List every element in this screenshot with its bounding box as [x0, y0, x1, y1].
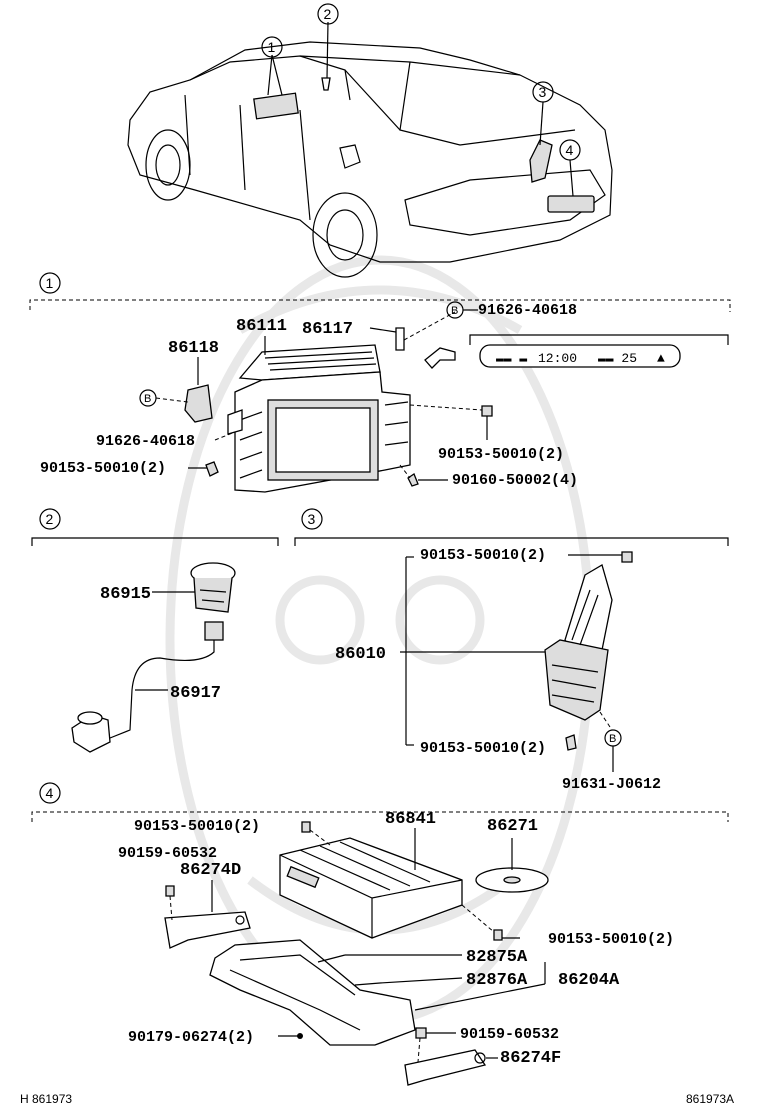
label-90153-50010-bottom: 90153-50010(2)	[420, 740, 546, 757]
svg-text:4: 4	[46, 785, 54, 801]
label-90159-60532-top: 90159-60532	[118, 845, 217, 862]
svg-text:2: 2	[324, 6, 332, 22]
section-4-callout	[39, 782, 61, 804]
svg-text:B: B	[609, 733, 616, 745]
svg-text:B: B	[451, 305, 458, 317]
label-86841: 86841	[385, 810, 436, 829]
section-4: 4 90153-50010(2) 86841	[31, 782, 729, 1086]
section-2: 2 86915 86917	[31, 508, 279, 753]
bracket-86118	[184, 384, 213, 423]
label-90153-50010-s4-top: 90153-50010(2)	[134, 818, 260, 835]
tray-86204A	[209, 939, 416, 1046]
footer-left-code: H 861973	[20, 1092, 72, 1106]
label-90153-50010-left: 90153-50010(2)	[40, 460, 166, 477]
section-1: 1 ▬▬ ▬ 12:00 ▬▬ 25 ▲	[29, 272, 731, 493]
label-91626-40618-left: 91626-40618	[96, 433, 195, 450]
label-91631-J0612: 91631-J0612	[562, 776, 661, 793]
section-1-number: 1	[46, 275, 54, 291]
svg-text:▲: ▲	[657, 351, 665, 366]
label-90160-50002: 90160-50002(4)	[452, 472, 578, 489]
nut-90179	[297, 1033, 303, 1039]
callout-4-overview: 4	[559, 139, 581, 161]
label-90179-06274: 90179-06274(2)	[128, 1029, 254, 1046]
svg-text:1: 1	[268, 39, 276, 55]
label-86917: 86917	[170, 684, 221, 703]
svg-text:2: 2	[46, 511, 54, 527]
disc-86271	[475, 867, 549, 893]
section-3-callout	[301, 508, 323, 530]
label-82875A: 82875A	[466, 948, 528, 967]
svg-text:▬▬ 25: ▬▬ 25	[598, 351, 637, 366]
section-2-callout	[39, 508, 61, 530]
label-90153-50010-top: 90153-50010(2)	[420, 547, 546, 564]
label-82876A: 82876A	[466, 971, 528, 990]
svg-text:B: B	[144, 393, 151, 405]
harness-86917	[71, 621, 224, 753]
label-86117: 86117	[302, 320, 353, 339]
svg-text:3: 3	[308, 511, 316, 527]
bracket-86274F	[404, 1049, 487, 1086]
label-91626-40618-top: 91626-40618	[478, 302, 577, 319]
svg-text:▬▬ ▬: ▬▬ ▬	[496, 351, 527, 366]
bracket-86274D	[164, 911, 251, 949]
label-86204A: 86204A	[558, 971, 620, 990]
label-86274D: 86274D	[180, 861, 241, 880]
label-86111: 86111	[236, 317, 287, 336]
svg-text:3: 3	[539, 84, 547, 100]
svg-text:12:00: 12:00	[538, 351, 577, 366]
sensor-86915	[190, 562, 236, 613]
callout-1-overview: 1	[261, 36, 283, 58]
display-head-unit	[227, 344, 411, 493]
display-readout: ▬▬ ▬ 12:00 ▬▬ 25 ▲	[469, 334, 729, 368]
callout-3-overview: 3	[532, 81, 554, 103]
label-90159-60532-bottom: 90159-60532	[460, 1026, 559, 1043]
callout-2-overview: 2	[317, 3, 339, 25]
connector-86117	[395, 327, 405, 351]
car-overview	[127, 21, 613, 278]
label-86915: 86915	[100, 585, 151, 604]
label-86010: 86010	[335, 645, 386, 664]
label-86274F: 86274F	[500, 1049, 561, 1068]
svg-text:4: 4	[566, 142, 574, 158]
label-90153-50010-right: 90153-50010(2)	[438, 446, 564, 463]
section-3: 3 90153-50010(2) 86010 90153-50010(2) B …	[294, 508, 729, 793]
label-86271: 86271	[487, 817, 538, 836]
section-1-callout	[39, 272, 61, 294]
label-90153-50010-s4-right: 90153-50010(2)	[548, 931, 674, 948]
label-86118: 86118	[168, 339, 219, 358]
arrow-indicator	[424, 347, 456, 369]
footer-right-code: 861973A	[686, 1092, 734, 1106]
unit-86010	[544, 564, 613, 721]
dvd-changer-86841	[279, 837, 463, 939]
